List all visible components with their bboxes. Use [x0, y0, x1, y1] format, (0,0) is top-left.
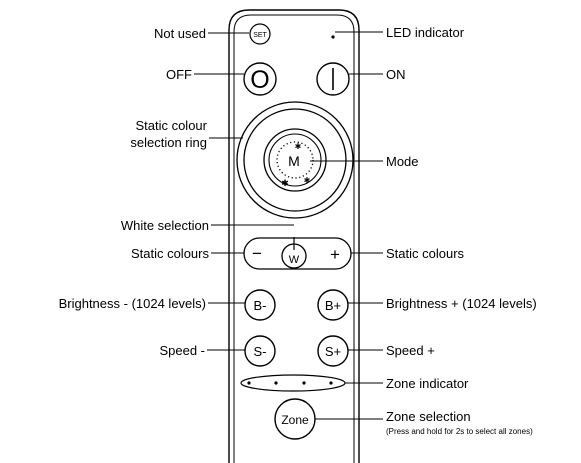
brightness-minus-button[interactable]: B-: [244, 289, 276, 321]
zone-dot-icon: [302, 381, 306, 385]
brightness-plus-button[interactable]: B+: [317, 289, 349, 321]
mode-button[interactable]: M ✱ ✱ ✱: [263, 128, 327, 192]
label-mode: Mode: [386, 154, 419, 169]
zone-indicator: [240, 374, 346, 392]
speed-plus-button[interactable]: S+: [317, 335, 349, 367]
brightness-minus-label: B-: [254, 298, 267, 313]
speed-plus-label: S+: [325, 344, 341, 359]
mode-button-label: M: [288, 153, 300, 169]
label-static-colours-left: Static colours: [131, 246, 210, 261]
zone-dot-icon: [274, 381, 278, 385]
label-brightness-plus: Brightness + (1024 levels): [386, 296, 537, 311]
leader-lines: [194, 31, 383, 420]
label-ring-line2: selection ring: [130, 135, 207, 150]
label-off: OFF: [166, 67, 192, 82]
on-button[interactable]: [316, 62, 350, 96]
white-button-label: W: [289, 254, 300, 266]
sparkle-icon: ✱: [281, 178, 289, 188]
label-brightness-minus: Brightness - (1024 levels): [59, 296, 206, 311]
white-button[interactable]: W: [281, 237, 307, 269]
off-button[interactable]: O: [243, 62, 277, 96]
off-button-label: O: [250, 66, 269, 94]
label-speed-minus: Speed -: [159, 343, 205, 358]
static-colour-minus-button[interactable]: −: [252, 244, 262, 263]
label-zone-selection-note: (Press and hold for 2s to select all zon…: [386, 427, 533, 436]
speed-minus-label: S-: [254, 344, 267, 359]
sparkle-icon: ✱: [295, 142, 302, 151]
led-dot-icon: [331, 35, 335, 39]
label-ring-line1: Static colour: [135, 118, 207, 133]
label-led-indicator: LED indicator: [386, 25, 465, 40]
zone-dot-icon: [329, 381, 333, 385]
remote-body: [228, 9, 360, 463]
brightness-plus-label: B+: [325, 298, 341, 313]
zone-button[interactable]: Zone: [274, 398, 316, 440]
speed-minus-button[interactable]: S-: [244, 335, 276, 367]
label-not-used: Not used: [154, 26, 206, 41]
zone-button-label: Zone: [281, 413, 309, 427]
label-speed-plus: Speed +: [386, 343, 435, 358]
label-white-selection: White selection: [121, 218, 209, 233]
label-on: ON: [386, 67, 406, 82]
label-zone-indicator: Zone indicator: [386, 376, 469, 391]
remote-inner-edge: [233, 14, 355, 463]
sparkle-icon: ✱: [304, 176, 311, 185]
zone-dot-icon: [247, 381, 251, 385]
label-static-colours-right: Static colours: [386, 246, 465, 261]
set-button[interactable]: SET: [249, 23, 271, 45]
set-button-label: SET: [253, 32, 267, 39]
static-colour-plus-button[interactable]: +: [330, 245, 340, 264]
label-zone-selection: Zone selection: [386, 409, 471, 424]
